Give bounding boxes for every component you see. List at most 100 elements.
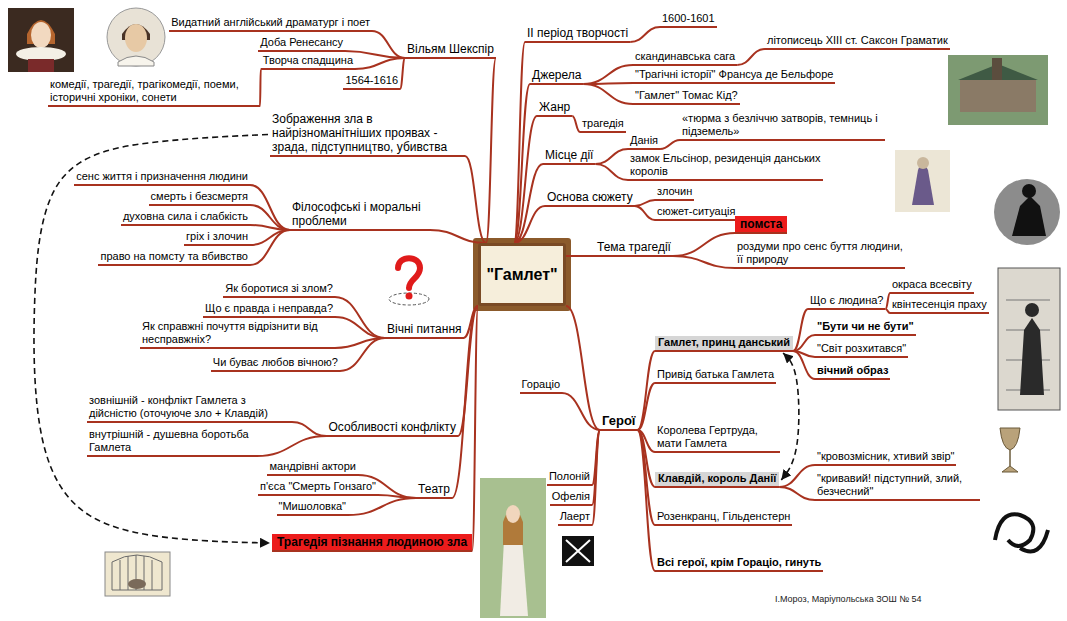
branch-node: злочин: [655, 185, 694, 201]
branch-line: [673, 256, 735, 268]
goblet-picture: [1000, 428, 1020, 472]
node-text: Гамлет, принц данський: [658, 336, 790, 349]
silhouette-picture: [994, 179, 1060, 245]
node-text: Філософські і моральні проблеми: [292, 200, 428, 228]
branch-node: "Бути чи не бути": [815, 320, 916, 336]
branch-node: "Гамлет" Томас Кід?: [633, 89, 740, 105]
branch-node: Що є людина?: [808, 294, 885, 310]
silhouette-head: [1022, 184, 1036, 198]
castle-ground: [948, 55, 1048, 125]
trap-mouse: [128, 579, 146, 589]
node-text: Лаерт: [560, 510, 590, 523]
branch-line: [514, 206, 545, 243]
ophelia-face: [506, 505, 520, 523]
branch-line: [673, 233, 735, 256]
branch-line: [465, 156, 486, 243]
branch-node: Всі герої, крім Гораціо, гинуть: [655, 556, 823, 572]
node-text: духовна сила і слабкість: [123, 210, 248, 223]
branch-node: Офелія: [550, 490, 592, 506]
engraving-head: [1025, 303, 1039, 317]
branch-node: Лаерт: [558, 510, 592, 526]
branch-line: [430, 230, 486, 243]
castle-tower: [992, 58, 1002, 80]
branch-node: Зображення зла в найрізноманітніших проя…: [270, 112, 465, 157]
picture-ground: [994, 179, 1060, 245]
branch-line: [335, 297, 385, 338]
branch-node: мандрівні актори: [267, 460, 358, 476]
highlight-branch: помста: [735, 216, 787, 234]
trap-ground: [105, 552, 170, 596]
branch-node: Основа сюжету: [545, 190, 635, 207]
branch-line: [779, 465, 815, 487]
branch-line: [355, 58, 405, 69]
node-text: "Трагічні історії" Франсуа де Бельфоре: [635, 68, 833, 81]
node-text: Чи буває любов вічною?: [213, 356, 338, 369]
swirl-line: [1020, 530, 1048, 551]
branch-node: ІІ період творчості: [525, 26, 630, 43]
branch-node: 1564-1616: [343, 74, 400, 90]
node-text: Як справжні почуття відрізнити від неспр…: [142, 320, 333, 346]
branch-line: [595, 149, 628, 164]
branch-line: [250, 205, 290, 230]
icon-ring: [389, 293, 429, 305]
dashed-arrow: [781, 353, 799, 480]
node-text: злочин: [657, 185, 692, 198]
portrait-face: [31, 22, 51, 48]
branch-node: Полоній: [547, 470, 592, 486]
branch-node: Місце дії: [543, 148, 595, 165]
node-text: трагедія: [582, 117, 624, 130]
hero-branch: Гамлет, принц данський: [655, 336, 793, 352]
branch-node: Як боротися зі злом?: [223, 282, 335, 298]
engraving-picture: [998, 268, 1060, 410]
ghost-head: [917, 157, 929, 169]
branch-line: [257, 436, 326, 456]
branch-node: Що є правда і неправда?: [203, 302, 335, 318]
branch-line: [486, 58, 496, 243]
branch-node: Як справжні почуття відрізнити від неспр…: [140, 320, 335, 349]
branch-node: Тема трагедії: [595, 240, 673, 257]
branch-line: [250, 225, 290, 230]
branch-line: [793, 335, 815, 351]
branch-node: п'єса "Смерть Гонзаго": [258, 480, 378, 496]
node-text: Клавдій, король Данії: [658, 472, 776, 485]
swirl-symbol: [995, 514, 1048, 551]
branch-node: "Трагічні історії" Франсуа де Бельфоре: [633, 68, 835, 84]
picture-ground: [895, 150, 950, 212]
branch-node: Королева Гертруда, мати Гамлета: [655, 424, 780, 453]
node-text: Королева Гертруда, мати Гамлета: [657, 424, 778, 450]
branch-line: [335, 317, 385, 338]
node-text: Основа сюжету: [547, 190, 633, 204]
node-text: смерть і безсмертя: [151, 190, 248, 203]
node-text: 1600-1601: [662, 12, 715, 25]
branch-node: "кровозмісник, хтивий звір": [815, 450, 956, 466]
question-icon: [389, 258, 429, 305]
branch-node: Театр: [416, 482, 452, 499]
branch-node: трагедія: [580, 117, 626, 133]
branch-node: Чи буває любов вічною?: [211, 356, 340, 372]
branch-line: [793, 309, 808, 351]
branch-line: [583, 65, 633, 84]
icon-dot: [406, 293, 413, 300]
branch-node: роздуми про сенс буття людини, її природ…: [735, 240, 905, 269]
branch-node: смерть і безсмертя: [149, 190, 250, 206]
branch-line: [592, 430, 600, 525]
node-text: Що є правда і неправда?: [205, 302, 333, 315]
node-text: "Гамлет": [486, 265, 557, 284]
node-text: п'єса "Смерть Гонзаго": [260, 480, 376, 493]
branch-node: Данія: [628, 134, 660, 150]
branch-line: [566, 255, 595, 257]
node-text: право на помсту та вбивство: [100, 250, 248, 263]
author-note: І.Мороз, Маріупольська ЗОШ № 54: [775, 594, 921, 605]
node-text: гріх і злочин: [186, 230, 248, 243]
branch-line: [340, 338, 385, 371]
branch-line: [292, 422, 326, 436]
node-text: помста: [740, 217, 782, 231]
branch-node: Доба Ренесансу: [258, 36, 345, 52]
picture-ground: [998, 268, 1060, 410]
branch-line: [779, 487, 815, 500]
branch-node: Вічні питання: [385, 322, 464, 339]
branch-line: [595, 164, 628, 180]
node-text: Джерела: [532, 68, 581, 82]
branch-node: внутрішній - душевна боротьба Гамлета: [87, 428, 257, 457]
